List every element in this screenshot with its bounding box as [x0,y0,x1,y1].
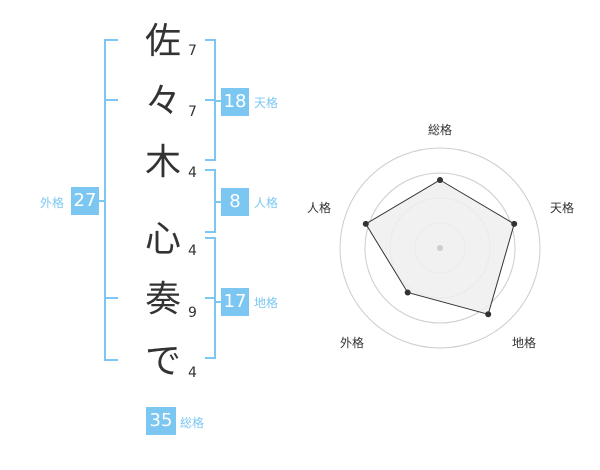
gaikaku-label: 外格 [40,196,65,210]
radar-axis-label-chikaku: 地格 [512,336,537,350]
soukaku-value: 35 [146,407,176,435]
radar-point [437,177,443,183]
radar-axis-label-jinkaku: 人格 [307,201,332,215]
radar-ring [364,172,516,324]
name-character-6: で [144,341,181,382]
stroke-count-6: 4 [188,365,197,381]
name-character-3: 木 [144,142,181,183]
radar-point [485,311,492,318]
chikaku-value: 17 [221,288,249,316]
tenkaku-label: 天格 [254,96,279,110]
radar-point [362,220,369,227]
chikaku-label: 地格 [254,296,279,310]
stroke-count-5: 9 [188,305,197,321]
jinkaku-value: 8 [221,188,249,216]
tenkaku-value: 18 [221,88,249,116]
stroke-count-1: 7 [188,43,197,59]
name-character-2: 々 [144,81,181,122]
jinkaku-label: 人格 [254,196,279,210]
radar-axis-label-gaikaku: 外格 [340,336,365,350]
stroke-count-4: 4 [188,243,197,259]
name-character-4: 心 [144,219,181,260]
kaku-brackets [98,39,222,361]
stroke-count-2: 7 [188,104,197,120]
name-character-5: 奏 [144,279,181,320]
radar-point [511,220,518,227]
radar-ring [339,147,541,349]
soukaku-label: 総格 [180,416,205,430]
stroke-count-3: 4 [188,165,197,181]
radar-axis-label-soukaku: 総格 [428,123,453,137]
gaikaku-value: 27 [71,187,99,215]
radar-center-dot [437,245,443,251]
name-character-1: 佐 [144,21,181,62]
radar-point [404,289,411,296]
radar-axis-label-tenkaku: 天格 [550,201,575,215]
